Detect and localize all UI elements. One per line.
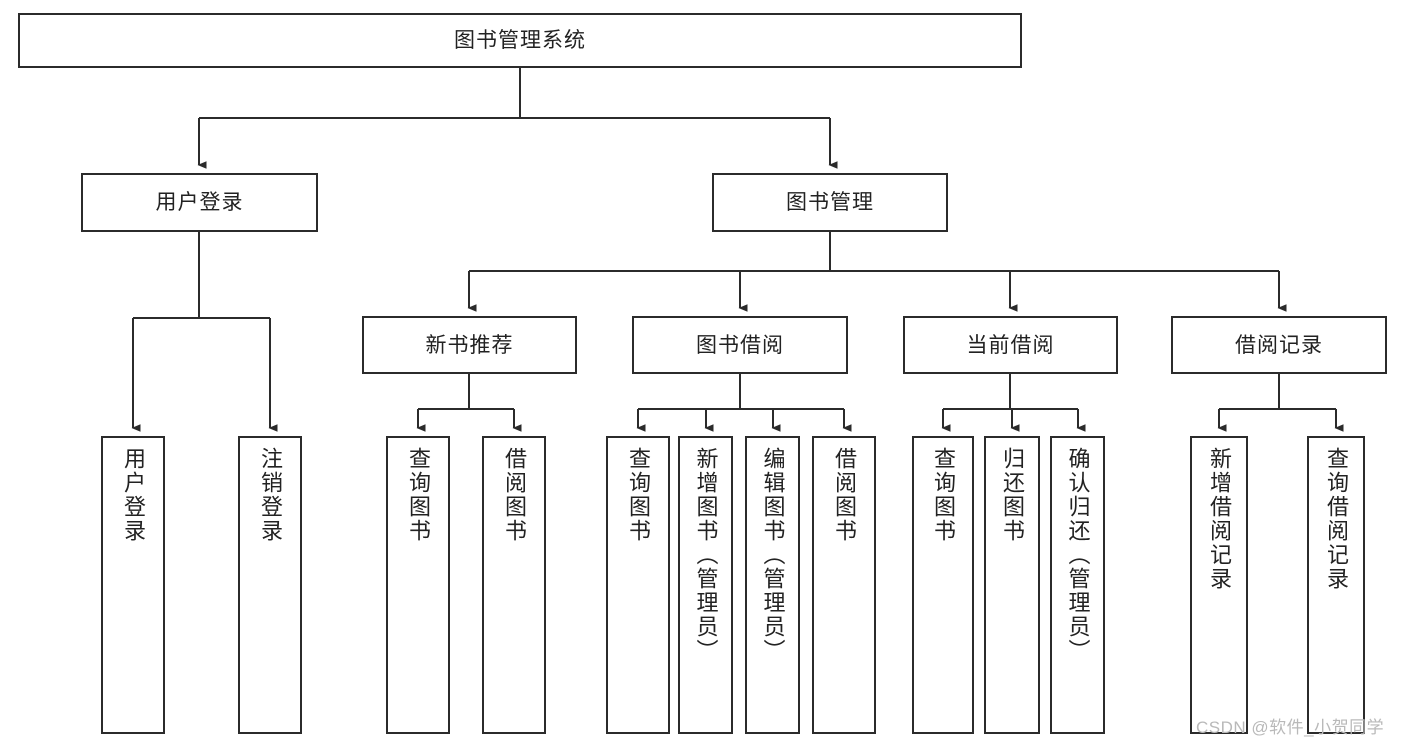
leaf-query-book-1[interactable]: 查询图书 (386, 436, 450, 734)
leaf-return-book-label: 归还图书 (999, 447, 1025, 543)
leaf-user-login[interactable]: 用户登录 (101, 436, 165, 734)
leaf-query-book-2[interactable]: 查询图书 (606, 436, 670, 734)
node-current-borrow[interactable]: 当前借阅 (903, 316, 1118, 374)
leaf-logout-label: 注销登录 (257, 447, 283, 543)
leaf-return-book[interactable]: 归还图书 (984, 436, 1040, 734)
leaf-confirm-return-admin-label: 确认归还（管理员） (1065, 447, 1091, 663)
leaf-query-book-1-label: 查询图书 (405, 447, 431, 543)
node-new-book-recommend-label: 新书推荐 (425, 333, 514, 357)
leaf-query-book-2-label: 查询图书 (625, 447, 651, 543)
node-book-borrow-label: 图书借阅 (696, 333, 784, 357)
leaf-borrow-book-1-label: 借阅图书 (501, 447, 527, 543)
leaf-borrow-book-1[interactable]: 借阅图书 (482, 436, 546, 734)
node-root-label: 图书管理系统 (454, 29, 586, 52)
leaf-add-borrow-record-label: 新增借阅记录 (1206, 447, 1232, 591)
node-borrow-record[interactable]: 借阅记录 (1171, 316, 1387, 374)
node-user-login[interactable]: 用户登录 (81, 173, 318, 232)
node-user-login-label: 用户登录 (155, 191, 244, 214)
leaf-logout[interactable]: 注销登录 (238, 436, 302, 734)
leaf-add-book-admin-label: 新增图书（管理员） (693, 447, 719, 663)
node-book-borrow[interactable]: 图书借阅 (632, 316, 848, 374)
leaf-query-borrow-record[interactable]: 查询借阅记录 (1307, 436, 1365, 734)
leaf-add-book-admin[interactable]: 新增图书（管理员） (678, 436, 733, 734)
node-book-management-label: 图书管理 (786, 191, 874, 214)
leaf-borrow-book-2[interactable]: 借阅图书 (812, 436, 876, 734)
leaf-add-borrow-record[interactable]: 新增借阅记录 (1190, 436, 1248, 734)
leaf-confirm-return-admin[interactable]: 确认归还（管理员） (1050, 436, 1105, 734)
leaf-query-book-3[interactable]: 查询图书 (912, 436, 974, 734)
node-book-management[interactable]: 图书管理 (712, 173, 948, 232)
node-new-book-recommend[interactable]: 新书推荐 (362, 316, 577, 374)
leaf-edit-book-admin-label: 编辑图书（管理员） (760, 447, 786, 663)
leaf-edit-book-admin[interactable]: 编辑图书（管理员） (745, 436, 800, 734)
csdn-watermark: CSDN @软件_小贺同学 (1196, 718, 1385, 737)
leaf-user-login-label: 用户登录 (120, 447, 146, 543)
node-borrow-record-label: 借阅记录 (1235, 333, 1323, 357)
node-current-borrow-label: 当前借阅 (966, 333, 1055, 357)
leaf-borrow-book-2-label: 借阅图书 (831, 447, 857, 543)
leaf-query-book-3-label: 查询图书 (930, 447, 956, 543)
node-root[interactable]: 图书管理系统 (18, 13, 1022, 68)
leaf-query-borrow-record-label: 查询借阅记录 (1323, 447, 1349, 591)
